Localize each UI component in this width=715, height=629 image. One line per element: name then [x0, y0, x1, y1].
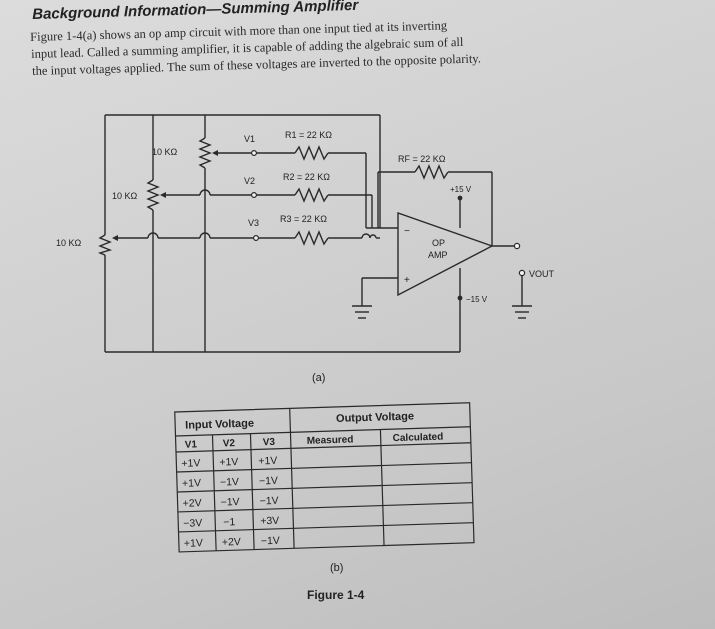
row3-v3: −1V	[259, 495, 278, 508]
output-terminal	[513, 242, 521, 250]
negative-supply-label: −15 V	[466, 295, 488, 304]
row3-v1: +2V	[182, 497, 201, 510]
vout-terminal	[518, 269, 526, 277]
row3-v2: −1V	[220, 496, 239, 509]
positive-supply-dot	[457, 195, 463, 201]
col-v2-header: V2	[223, 438, 236, 449]
row5-v1: +1V	[184, 537, 203, 550]
v3-label: V3	[248, 218, 259, 228]
r1-label: R1 = 22 KΩ	[285, 130, 332, 140]
pot2-resistor	[146, 179, 160, 211]
vout-label: VOUT	[529, 269, 555, 279]
table-col-divider-3	[289, 408, 295, 549]
pot3-resistor	[97, 234, 113, 256]
row4-v3: +3V	[260, 515, 279, 528]
op-amp-label-2: AMP	[428, 250, 448, 260]
row2-v1: +1V	[182, 477, 201, 490]
r1-resistor	[294, 145, 329, 161]
r2-label: R2 = 22 KΩ	[283, 172, 330, 182]
row4-v2: −1	[223, 516, 236, 528]
table-row-divider-5	[178, 522, 474, 533]
table-caption: (b)	[330, 562, 344, 574]
table-header-divider	[175, 426, 471, 437]
table-row-divider-3	[177, 482, 473, 493]
col-calculated-header: Calculated	[393, 432, 444, 445]
table-col-divider-2	[249, 433, 255, 550]
v2-terminal	[251, 192, 258, 199]
input-voltage-header: Input Voltage	[185, 418, 254, 432]
table-border	[174, 402, 475, 553]
row5-v2: +2V	[222, 536, 241, 549]
noninverting-sign: +	[404, 275, 410, 286]
r2-resistor	[294, 187, 329, 203]
pot1-label: 10 KΩ	[152, 147, 178, 157]
row2-v3: −1V	[259, 475, 278, 488]
pot1-resistor	[198, 137, 212, 169]
row2-v2: −1V	[220, 476, 239, 489]
v3-crossover-2	[199, 232, 211, 239]
col-v3-header: V3	[263, 437, 276, 448]
inverting-sign: −	[404, 226, 410, 237]
row1-v1: +1V	[181, 457, 200, 470]
row1-v2: +1V	[219, 456, 238, 469]
v2-label: V2	[244, 176, 255, 186]
schematic-caption: (a)	[312, 372, 326, 384]
row1-v3: +1V	[258, 455, 277, 468]
table-row-divider-1	[175, 442, 471, 453]
output-voltage-header: Output Voltage	[336, 410, 414, 424]
positive-supply-label: +15 V	[450, 185, 472, 194]
rf-label: RF = 22 KΩ	[398, 154, 446, 164]
col-v1-header: V1	[185, 439, 198, 450]
table-col-divider-4	[379, 429, 385, 546]
v2-crossover	[199, 189, 211, 196]
table-row-divider-4	[177, 502, 473, 513]
v3-crossover-1	[147, 232, 159, 239]
rf-resistor	[414, 164, 449, 180]
table-row-divider-2	[176, 462, 472, 473]
pot2-label: 10 KΩ	[112, 191, 138, 201]
table-col-divider-1	[211, 434, 217, 551]
r3-resistor	[294, 230, 329, 246]
row5-v3: −1V	[261, 535, 280, 548]
pot2-wiper-arrow	[160, 192, 166, 198]
row4-v1: −3V	[183, 517, 202, 530]
op-amp-triangle	[397, 212, 494, 297]
v1-label: V1	[244, 134, 255, 144]
r3-label: R3 = 22 KΩ	[280, 214, 327, 224]
r3-crossover-2	[369, 234, 377, 239]
figure-title: Figure 1-4	[307, 588, 365, 602]
pot3-label: 10 KΩ	[56, 238, 82, 248]
v3-terminal	[253, 235, 260, 242]
pot1-wiper-arrow	[212, 150, 218, 156]
col-measured-header: Measured	[307, 434, 354, 446]
negative-supply-dot	[457, 295, 463, 301]
v1-terminal	[251, 150, 258, 157]
op-amp-label-1: OP	[432, 238, 445, 248]
pot3-wiper-arrow	[112, 235, 118, 241]
